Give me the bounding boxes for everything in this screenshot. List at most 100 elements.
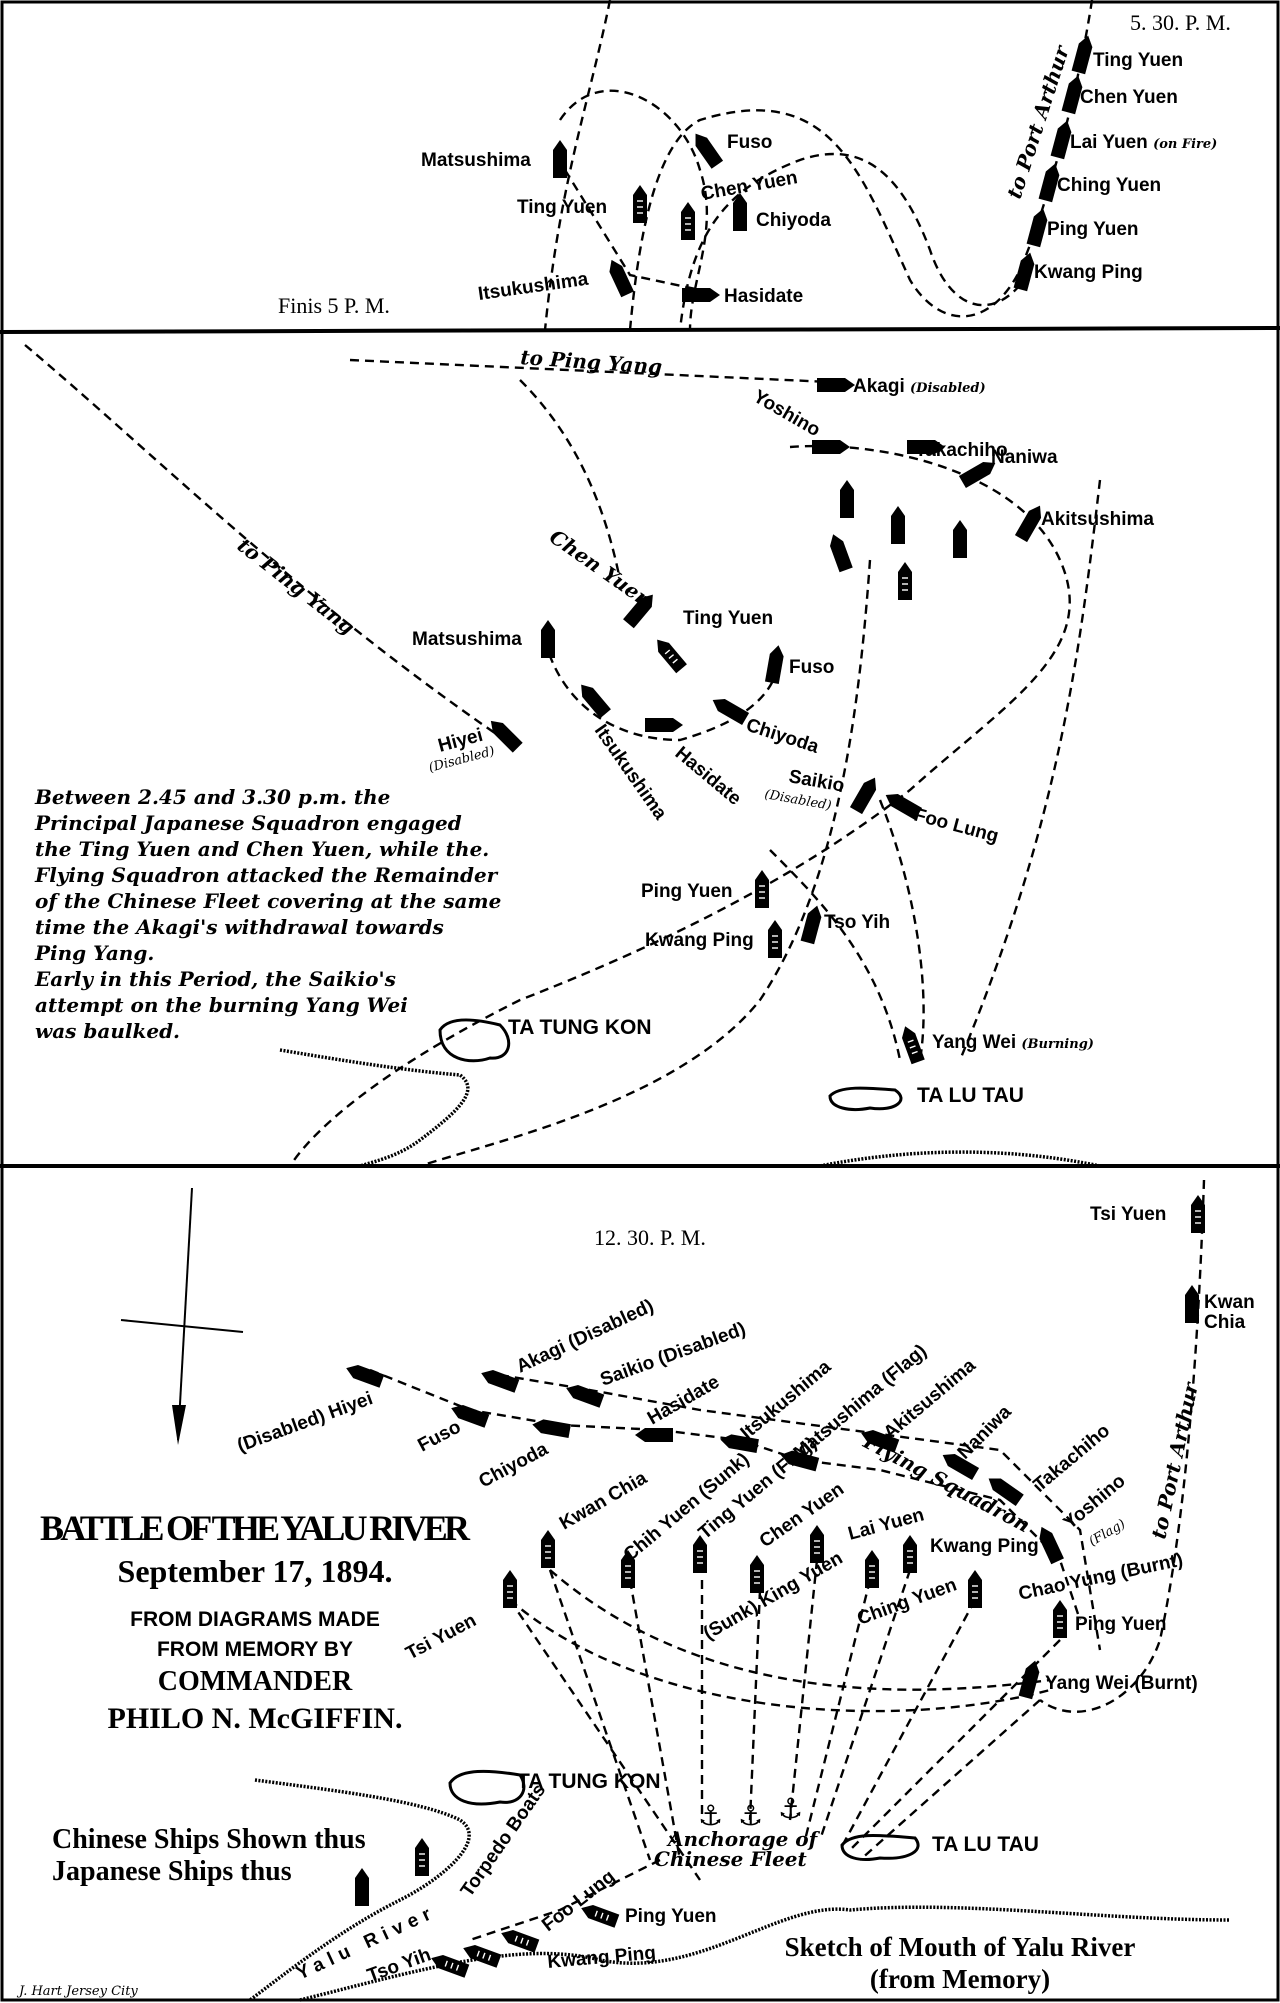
anchor-icon: ⚓ — [738, 1799, 763, 1832]
ship-label: Kwang Ping — [930, 1536, 1039, 1557]
japanese-ship-icon — [817, 378, 855, 392]
ship-label: Matsushima — [421, 150, 531, 171]
japanese-ship-icon — [553, 140, 567, 178]
chinese-ship-icon — [621, 1550, 635, 1588]
island-ta-lu-tau-bottom — [840, 1833, 920, 1861]
island-ta-tung-kon-bottom — [448, 1769, 526, 1806]
note-line: time the Akagi's withdrawal towards — [35, 915, 444, 939]
anchorage-label: Chinese Fleet — [654, 1847, 808, 1871]
japanese-ship-icon — [1050, 120, 1072, 160]
chinese-ship-icon — [902, 1026, 925, 1065]
japanese-ship-icon — [988, 1478, 1024, 1507]
ship-label: Kwan Chia — [556, 1467, 651, 1534]
note-line: Between 2.45 and 3.30 p.m. the — [34, 785, 390, 809]
map-date: September 17, 1894. — [118, 1553, 393, 1589]
ship-label: Chiyoda — [756, 210, 831, 231]
ship-label: (Disabled) Hiyei — [235, 1388, 376, 1456]
japanese-ship-icon — [733, 193, 747, 231]
japanese-ship-icon — [942, 1453, 980, 1481]
japanese-ship-icon — [907, 440, 945, 454]
ship-label: Naniwa — [954, 1401, 1016, 1463]
ship-label: Hasidate — [724, 286, 803, 307]
japanese-ship-icon — [812, 440, 850, 454]
chinese-ship-icon — [581, 1905, 620, 1928]
to-ping-yang-label: to Ping Yang — [520, 345, 663, 379]
ship-label: Chen Yuen — [699, 167, 799, 205]
to-port-arthur-label: to Port Arthur — [1146, 1379, 1203, 1541]
japanese-ship-icon — [720, 1434, 759, 1454]
place-label: TA LU TAU — [917, 1084, 1024, 1107]
place-label: TA TUNG KON — [517, 1770, 660, 1793]
japanese-ship-icon — [490, 720, 523, 753]
chinese-ship-icon — [657, 639, 687, 674]
map-title: BATTLE OF THE YALU RIVER — [40, 1508, 471, 1548]
ship-label: Ping Yuen — [641, 881, 733, 902]
ship-label: Ting Yuen — [517, 197, 607, 218]
title-line: PHILO N. McGIFFIN. — [108, 1702, 403, 1735]
japanese-ship-icon — [1014, 505, 1042, 543]
panel-divider-top — [0, 326, 1280, 334]
battle-note: Between 2.45 and 3.30 p.m. the Principal… — [34, 785, 501, 1043]
bottom-time-label: 12. 30. P. M. — [594, 1225, 706, 1250]
japanese-ship-icon — [635, 1428, 673, 1442]
japanese-ship-icon — [885, 793, 923, 821]
japanese-ship-icon — [355, 1868, 369, 1906]
japanese-ship-icon — [849, 777, 877, 815]
japanese-ship-icon — [581, 684, 611, 719]
chinese-ship-icon — [1191, 1195, 1205, 1233]
islands — [438, 1018, 920, 1861]
japanese-ship-icon — [645, 718, 683, 732]
japanese-ship-icon — [346, 1365, 385, 1388]
japanese-ship-icon — [764, 645, 784, 684]
to-ping-yang-label: to Ping Yang — [233, 533, 360, 639]
note-line: Principal Japanese Squadron engaged — [34, 811, 462, 835]
middle-panel-tracks — [24, 344, 1102, 1168]
chinese-ship-icon — [693, 1535, 707, 1573]
legend: Chinese Ships Shown thus Japanese Ships … — [52, 1824, 366, 1887]
chinese-ship-icon — [898, 562, 912, 600]
ship-label: Tso Yih — [824, 912, 890, 933]
chinese-ship-icon — [503, 1570, 517, 1608]
chinese-ship-icon — [810, 1525, 824, 1563]
ship-label: Chia — [1204, 1312, 1246, 1333]
chinese-ship-icon — [768, 920, 782, 958]
ship-label: Foo Lung — [538, 1866, 619, 1936]
chinese-ship-icon — [903, 1535, 917, 1573]
chinese-ship-icon — [750, 1555, 764, 1593]
ship-label: Hasidate — [671, 743, 745, 810]
top-panel-tracks — [543, 0, 1094, 331]
note-line: attempt on the burning Yang Wei — [35, 993, 408, 1017]
place-label: TA TUNG KON — [508, 1016, 651, 1039]
ship-label: Tso Yih — [365, 1944, 434, 1986]
chinese-ship-icon — [1053, 1600, 1067, 1638]
title-block: BATTLE OF THE YALU RIVER September 17, 1… — [40, 1508, 471, 1735]
japanese-ship-icon — [800, 905, 822, 945]
anchor-icon: ⚓ — [698, 1799, 723, 1832]
anchorage-label: Anchorage of — [666, 1827, 821, 1851]
engraver-credit: J. Hart Jersey City — [16, 1984, 138, 1999]
note-line: was baulked. — [35, 1019, 180, 1043]
japanese-ship-icon — [1038, 163, 1060, 203]
japanese-ship-icon — [780, 1450, 820, 1472]
bottom-panel: 12. 30. P. M. Tsi Yuen Kwan Chia to Port… — [16, 1204, 1255, 1999]
ship-label: Foo Lung — [912, 805, 1001, 848]
ship-label: Tsi Yuen — [402, 1610, 479, 1664]
japanese-ship-icon — [953, 520, 967, 558]
ship-label: Ping Yuen — [1075, 1614, 1167, 1635]
anchor-icons: ⚓ ⚓ ⚓ — [698, 1792, 803, 1832]
japanese-ship-icon — [712, 698, 750, 726]
note-line: Flying Squadron attacked the Remainder — [34, 863, 499, 887]
note-line: Ping Yang. — [34, 941, 154, 965]
japanese-ship-icon — [1013, 252, 1035, 292]
sketch-caption: Sketch of Mouth of Yalu River — [785, 1932, 1136, 1962]
finis-label: Finis 5 P. M. — [278, 293, 390, 318]
ship-label: Hasidate — [644, 1372, 723, 1430]
ship-label: Fuso — [727, 132, 772, 153]
ship-label: Chiyoda — [475, 1438, 551, 1492]
japanese-ship-icon — [566, 1385, 605, 1408]
ship-label: Ching Yuen — [1057, 175, 1161, 196]
ship-label: Akitsushima — [1041, 509, 1154, 530]
ship-label: (Sunk) King Yuen — [700, 1548, 846, 1645]
japanese-ship-icon — [541, 620, 555, 658]
japanese-ship-icon — [1039, 1526, 1064, 1565]
